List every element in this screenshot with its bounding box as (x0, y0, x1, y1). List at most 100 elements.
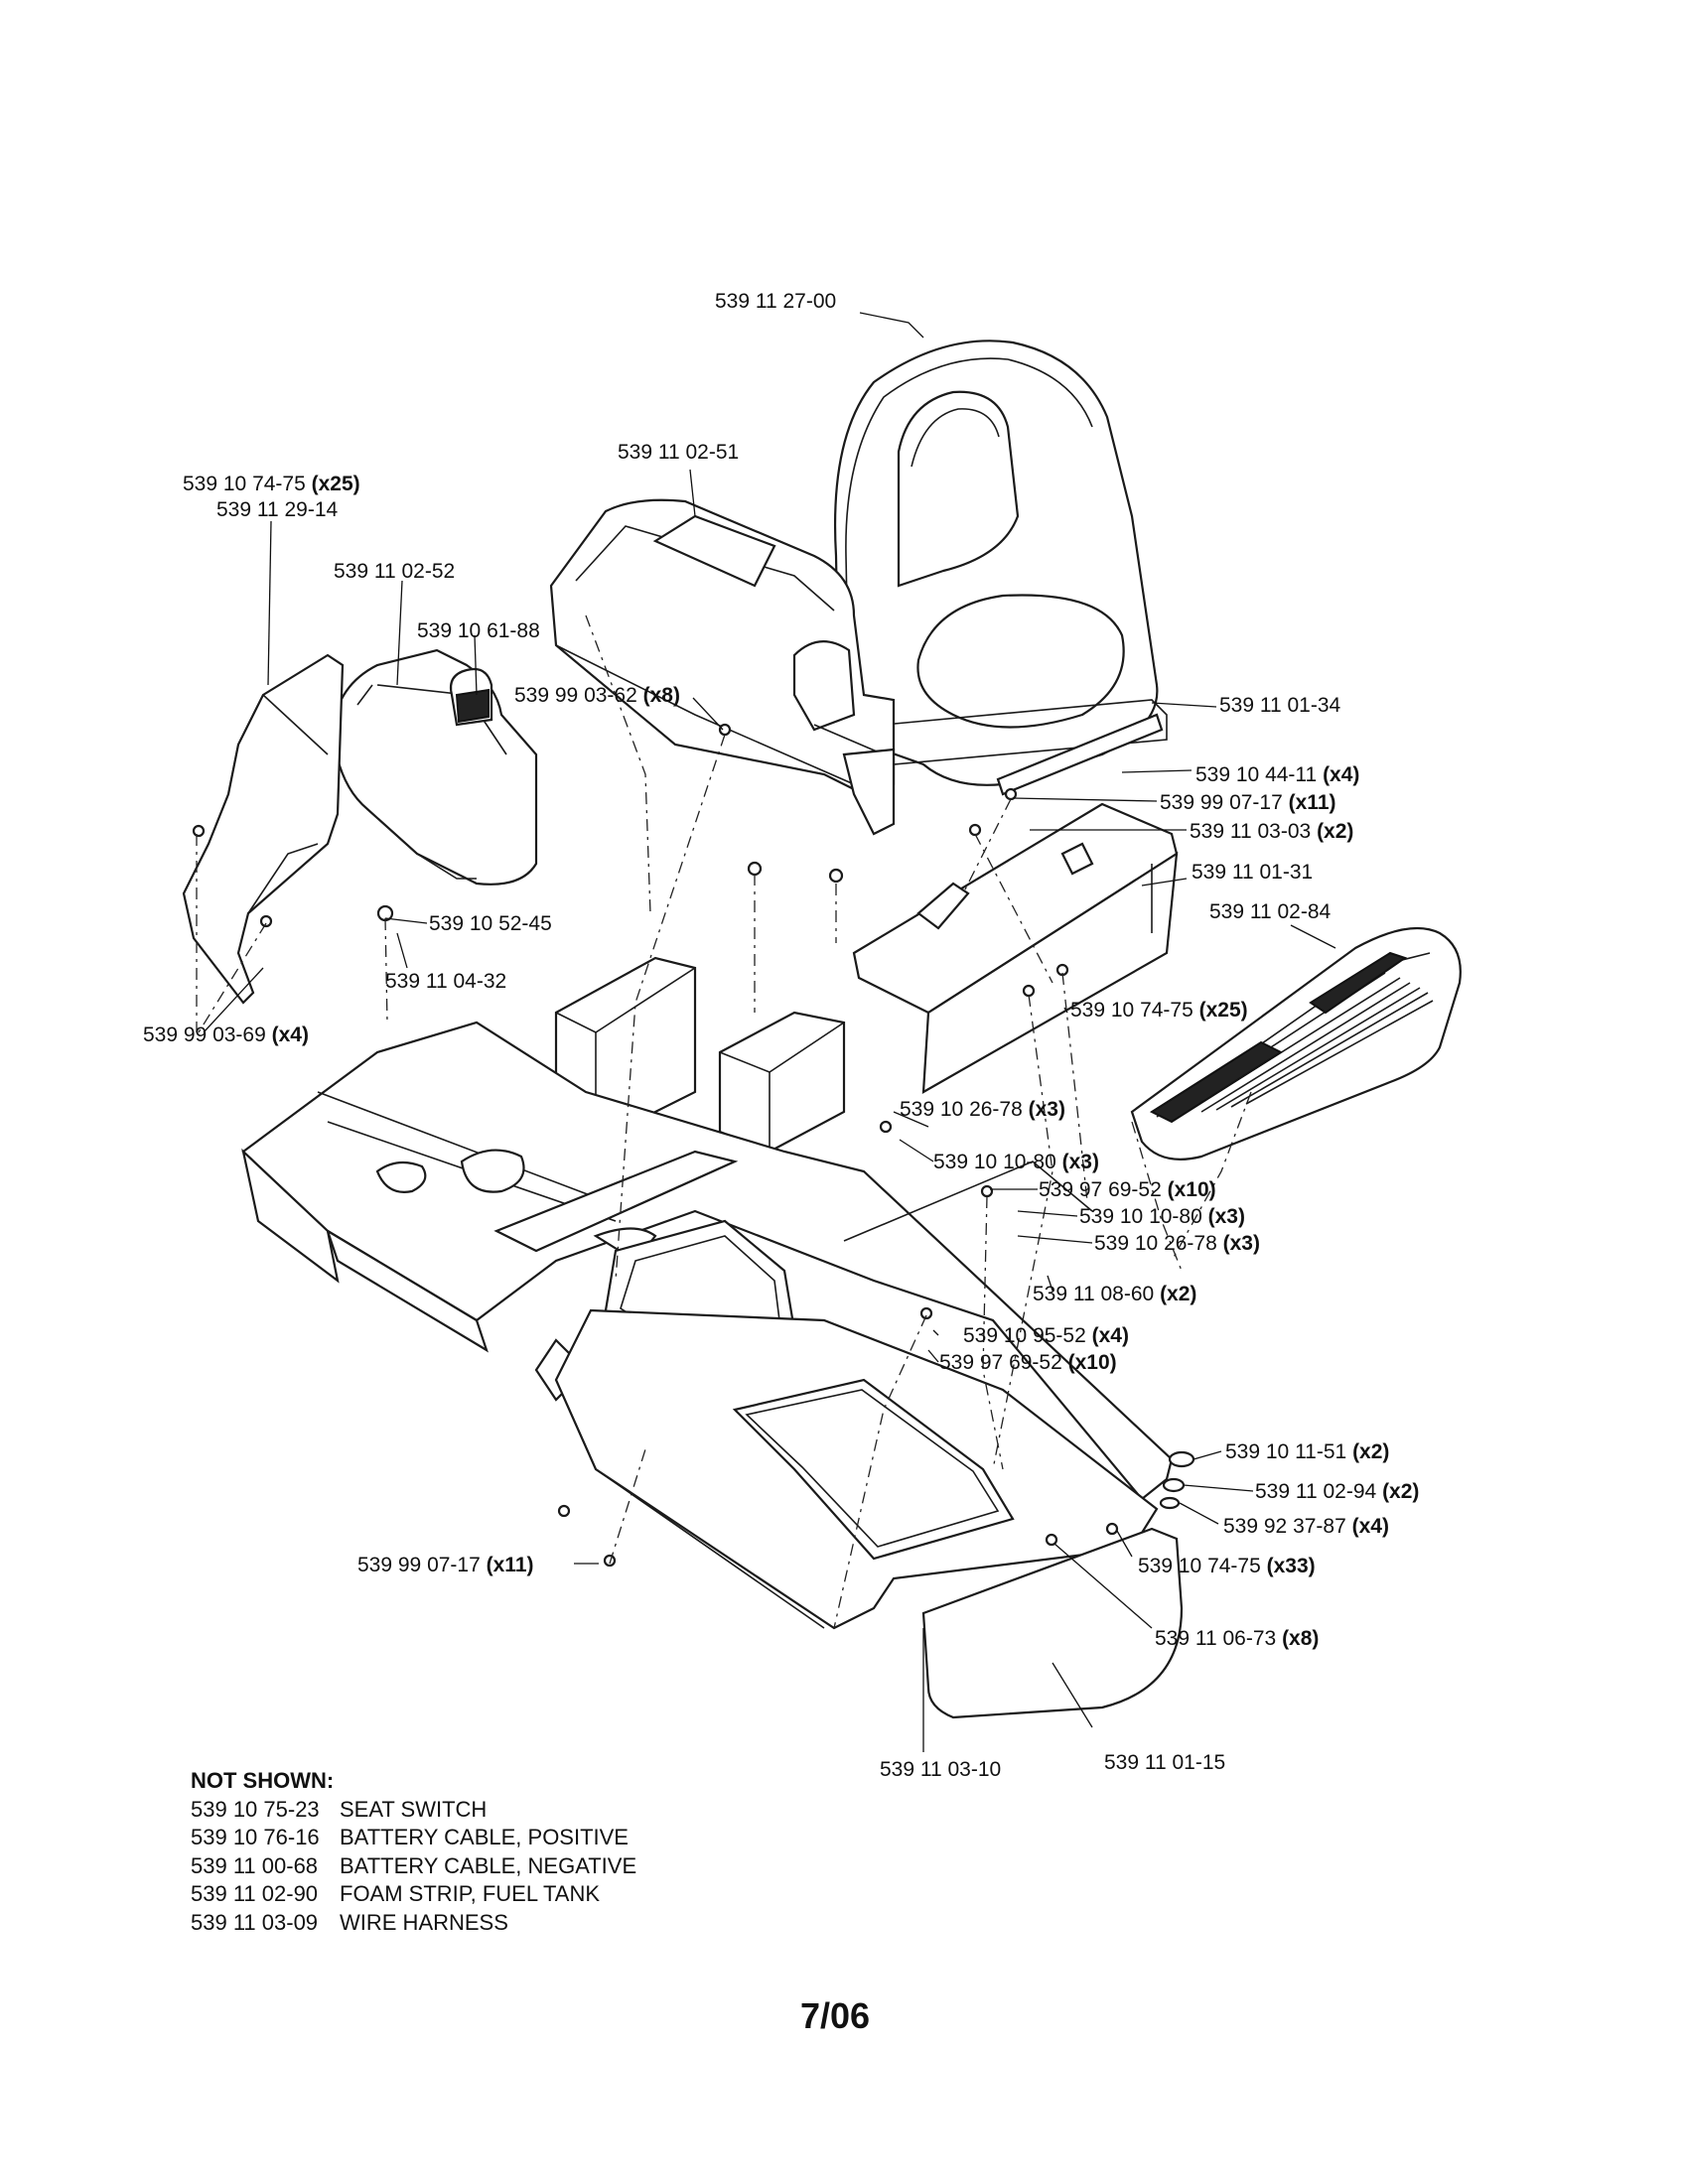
callout-bolt-x4: 539 10 95-52 (x4) (963, 1325, 1129, 1346)
part-number: 539 10 26-78 (900, 1098, 1023, 1121)
callout-seat-pan: 539 11 01-34 (1219, 695, 1340, 716)
part-description: WIRE HARNESS (340, 1909, 508, 1935)
quantity: (x4) (271, 1024, 309, 1046)
quantity: (x2) (1160, 1283, 1197, 1305)
callout-screw-x3-b: 539 10 26-78 (x3) (1094, 1233, 1260, 1254)
quantity: (x11) (1288, 791, 1336, 814)
callout-nut-x11-top: 539 99 07-17 (x11) (1160, 792, 1336, 813)
callout-nut-x3-b: 539 10 10-80 (x3) (1079, 1206, 1245, 1227)
callout-washer-x10-b: 539 97 69-52 (x10) (939, 1352, 1117, 1373)
part-number: 539 10 74-75 (183, 473, 306, 495)
part-number: 539 11 02-90 (191, 1881, 319, 1906)
part-number: 539 11 03-10 (880, 1758, 1002, 1781)
footrest-drawing (1130, 926, 1462, 1160)
quantity: (x3) (1222, 1232, 1260, 1255)
part-number: 539 11 03-09 (191, 1909, 319, 1935)
quantity: (x4) (1323, 763, 1360, 786)
quantity: (x4) (1091, 1324, 1129, 1347)
part-number: 539 10 74-75 (1070, 999, 1193, 1022)
quantity: (x3) (1061, 1151, 1099, 1173)
quantity: (x33) (1266, 1555, 1316, 1577)
callout-seat-plate: 539 11 01-31 (1192, 862, 1313, 883)
assembly-lines (196, 614, 1252, 1629)
callout-screw-x25-mid: 539 10 74-75 (x25) (1070, 1000, 1248, 1021)
quantity: (x10) (1167, 1178, 1216, 1201)
callout-rear-cover: 539 11 02-51 (618, 442, 739, 463)
part-number: 539 11 03-03 (1190, 820, 1312, 843)
callout-fender-left: 539 11 29-14 (216, 499, 338, 520)
part-number: 539 11 02-51 (618, 441, 740, 464)
quantity: (x2) (1352, 1440, 1390, 1463)
quantity: (x2) (1317, 820, 1354, 843)
part-number: 539 11 02-84 (1209, 900, 1332, 923)
part-number: 539 10 44-11 (1195, 763, 1318, 786)
quantity: (x3) (1207, 1205, 1245, 1228)
callout-bushing-x2: 539 10 11-51 (x2) (1225, 1441, 1389, 1462)
part-number: 539 10 76-16 (191, 1825, 320, 1849)
part-number: 539 10 52-45 (429, 912, 552, 935)
callout-nut-x4: 539 99 03-69 (x4) (143, 1024, 309, 1045)
callout-nut-x3-a: 539 10 10-80 (x3) (933, 1152, 1099, 1172)
part-description: SEAT SWITCH (340, 1796, 488, 1822)
part-number: 539 99 03-69 (143, 1024, 266, 1046)
callout-screw-x33: 539 10 74-75 (x33) (1138, 1556, 1316, 1576)
quantity: (x4) (1351, 1515, 1389, 1538)
part-number: 539 10 61-88 (417, 619, 540, 642)
part-number: 539 11 02-94 (1255, 1480, 1377, 1503)
callout-grommet: 539 10 52-45 (429, 913, 552, 934)
seat-drawing (833, 340, 1168, 796)
quantity: (x25) (311, 473, 360, 495)
quantity: (x11) (486, 1554, 534, 1576)
callout-floor-pan: 539 11 01-15 (1104, 1752, 1225, 1773)
part-number: 539 99 07-17 (1160, 791, 1283, 814)
part-description: BATTERY CABLE, NEGATIVE (340, 1852, 637, 1878)
callout-fuel-tank: 539 11 02-52 (334, 561, 455, 582)
left-fender-drawing (182, 653, 345, 1005)
not-shown-heading: NOT SHOWN: (191, 1768, 335, 1793)
part-number: 539 11 29-14 (216, 498, 339, 521)
floor-pan-drawing (554, 1308, 1184, 1719)
leader-lines (203, 312, 1336, 1752)
seat-plate-drawing (852, 802, 1179, 1094)
quantity: (x2) (1382, 1480, 1420, 1503)
part-number: 539 10 10-80 (933, 1151, 1056, 1173)
quantity: (x10) (1067, 1351, 1117, 1374)
part-number: 539 10 11-51 (1225, 1440, 1347, 1463)
part-description: FOAM STRIP, FUEL TANK (340, 1881, 601, 1906)
part-number: 539 11 01-15 (1104, 1751, 1226, 1774)
list-item: 539 10 75-23 SEAT SWITCH (191, 1796, 636, 1825)
part-number: 539 10 75-23 (191, 1796, 320, 1822)
list-item: 539 11 00-68 BATTERY CABLE, NEGATIVE (191, 1852, 636, 1881)
part-number: 539 11 02-52 (334, 560, 456, 583)
hardware-markers (192, 723, 1195, 1568)
callout-chassis: 539 11 03-10 (880, 1759, 1001, 1780)
part-number: 539 10 95-52 (963, 1324, 1086, 1347)
list-item: 539 11 02-90 FOAM STRIP, FUEL TANK (191, 1880, 636, 1909)
part-number: 539 99 03-62 (514, 684, 637, 707)
part-number: 539 92 37-87 (1223, 1515, 1346, 1538)
callout-spacer-x2: 539 11 02-94 (x2) (1255, 1481, 1419, 1502)
part-number: 539 99 07-17 (357, 1554, 481, 1576)
callout-nut-x11-bottom: 539 99 07-17 (x11) (357, 1555, 534, 1575)
callout-hinge-x2: 539 11 08-60 (x2) (1033, 1284, 1196, 1304)
part-number: 539 11 00-68 (191, 1852, 319, 1878)
callout-bracket-x2: 539 11 03-03 (x2) (1190, 821, 1353, 842)
part-number: 539 11 04-32 (385, 970, 507, 993)
quantity: (x25) (1198, 999, 1248, 1022)
callout-bolt-x8: 539 99 03-62 (x8) (514, 685, 680, 706)
quantity: (x3) (1028, 1098, 1065, 1121)
callout-clip-x8: 539 11 06-73 (x8) (1155, 1628, 1319, 1649)
callout-footrest: 539 11 02-84 (1209, 901, 1331, 922)
part-number: 539 11 06-73 (1155, 1627, 1277, 1650)
callout-washer-x4: 539 92 37-87 (x4) (1223, 1516, 1389, 1537)
part-number: 539 11 27-00 (715, 290, 837, 313)
callout-seat: 539 11 27-00 (715, 291, 836, 312)
page-date: 7/06 (800, 1995, 871, 2036)
part-number: 539 11 01-34 (1219, 694, 1341, 717)
callout-screw-x3-a: 539 10 26-78 (x3) (900, 1099, 1065, 1120)
part-number: 539 97 69-52 (1039, 1178, 1162, 1201)
fuel-tank-drawing (331, 648, 538, 886)
part-number: 539 10 26-78 (1094, 1232, 1217, 1255)
rear-cover-drawing (549, 498, 896, 836)
